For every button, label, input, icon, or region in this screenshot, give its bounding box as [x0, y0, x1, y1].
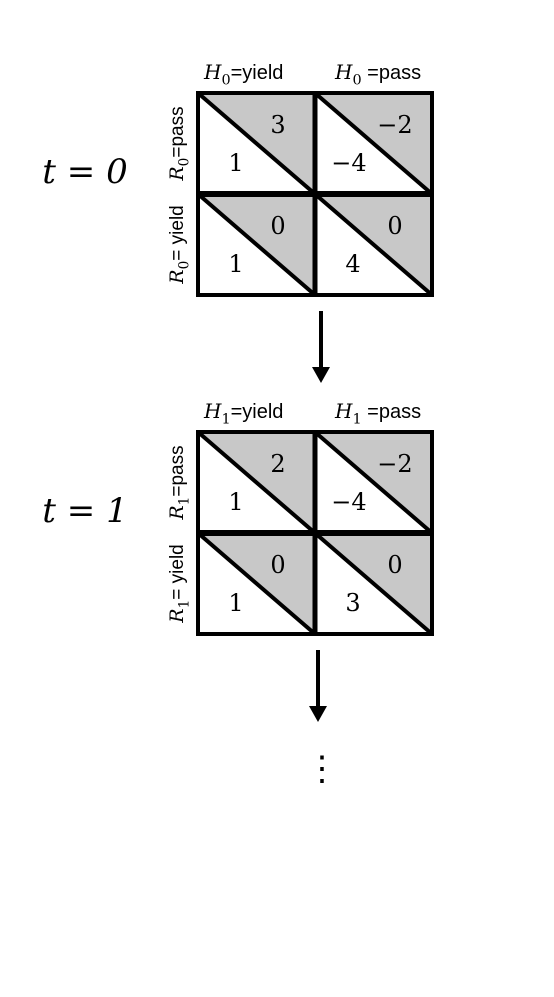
payoff-cell: 31 — [196, 91, 317, 196]
transition-arrow-0-to-1 — [312, 311, 330, 383]
payoff-bottom-value: −4 — [331, 149, 366, 177]
column-header-yield: H1=yield — [203, 399, 283, 428]
payoff-top-value: 0 — [270, 212, 285, 240]
cell-diagonal — [196, 192, 317, 297]
column-header-pass: H0 =pass — [334, 60, 421, 89]
payoff-cell: 04 — [313, 192, 434, 297]
arrow-head — [309, 706, 327, 722]
payoff-cell: −2 −4 — [313, 430, 434, 535]
payoff-cell: 01 — [196, 531, 317, 636]
time-label: t = 0 — [42, 152, 127, 192]
payoff-cell: −2 −4 — [313, 91, 434, 196]
payoff-top-value: −2 — [377, 450, 412, 478]
column-header-yield: H0=yield — [203, 60, 283, 89]
payoff-bottom-value: −4 — [331, 488, 366, 516]
payoff-bottom-value: 3 — [345, 589, 360, 617]
payoff-top-value: 2 — [270, 450, 285, 478]
payoff-top-value: 0 — [270, 551, 285, 579]
cell-diagonal — [313, 531, 434, 636]
transition-arrow-1-onward — [309, 650, 327, 722]
payoff-top-value: 3 — [270, 111, 285, 139]
row-header-yield: R0= yield — [166, 205, 192, 284]
payoff-top-value: −2 — [377, 111, 412, 139]
cell-diagonal — [313, 430, 434, 535]
row-header-pass: R1=pass — [166, 445, 192, 520]
arrow-head — [312, 367, 330, 383]
payoff-cell: 03 — [313, 531, 434, 636]
cell-diagonal — [196, 91, 317, 196]
row-header-yield: R1= yield — [166, 544, 192, 623]
continuation-ellipsis: ⋮ — [305, 749, 339, 789]
payoff-bottom-value: 1 — [228, 488, 243, 516]
row-header-group: R1= yield — [166, 544, 192, 623]
payoff-bottom-value: 1 — [228, 589, 243, 617]
payoff-top-value: 0 — [387, 551, 402, 579]
time-label: t = 1 — [42, 491, 127, 531]
row-header-pass: R0=pass — [166, 106, 192, 181]
payoff-cell: 21 — [196, 430, 317, 535]
row-header-group: R0= yield — [166, 205, 192, 284]
column-header-pass: H1 =pass — [334, 399, 421, 428]
row-header-group: R0=pass — [166, 106, 192, 181]
cell-diagonal — [313, 91, 434, 196]
payoff-top-value: 0 — [387, 212, 402, 240]
payoff-bottom-value: 4 — [345, 250, 360, 278]
payoff-bottom-value: 1 — [228, 250, 243, 278]
cell-diagonal — [196, 430, 317, 535]
payoff-bottom-value: 1 — [228, 149, 243, 177]
row-header-group: R1=pass — [166, 445, 192, 520]
cell-diagonal — [196, 531, 317, 636]
cell-diagonal — [313, 192, 434, 297]
payoff-cell: 01 — [196, 192, 317, 297]
